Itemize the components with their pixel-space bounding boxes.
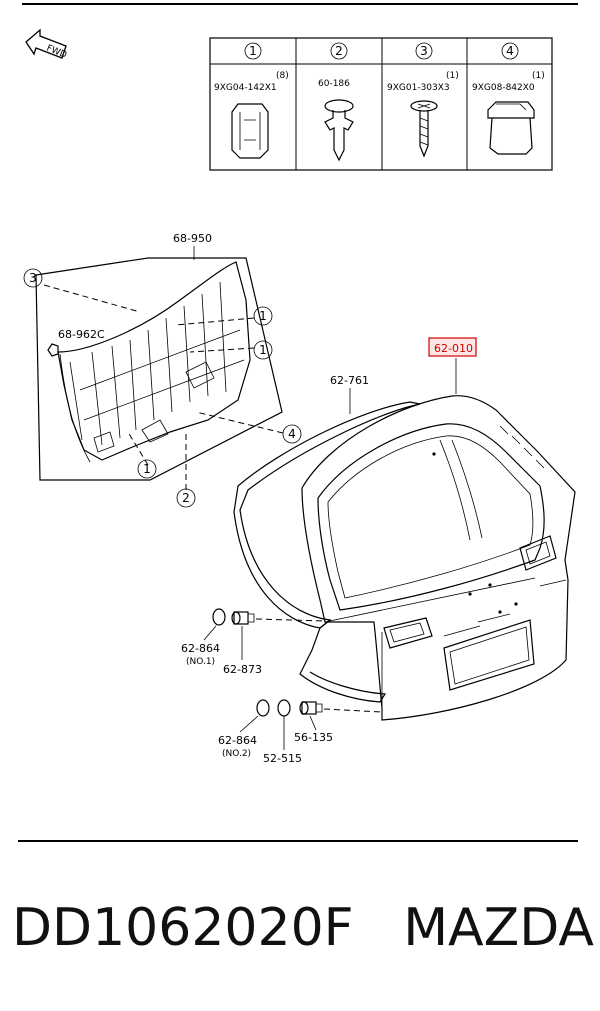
table-index-4: 4 [506,44,514,58]
callout-52-515: 52-515 [263,752,302,765]
grommet-icon [487,101,535,155]
ref-circle-1c: 1 [143,462,151,476]
table-part-2: 60-186 [318,79,350,89]
table-col-3: 3 (1) 9XG01-303X3 [387,42,459,158]
liftgate [301,395,576,721]
callout-68-950: 68-950 [173,232,212,245]
table-part-1: 9XG04-142X1 [214,83,277,93]
trim-panel-group: 68-950 68-962C 3 1 1 4 1 [23,232,302,508]
table-col-4: 4 (1) 9XG08-842X0 [472,42,545,155]
ref-circle-2: 2 [182,491,190,505]
callout-62-761: 62-761 [330,374,369,387]
callout-62-864-no2-note: (NO.2) [222,749,251,759]
callout-56-135: 56-135 [294,731,333,744]
footer-part-number: DD1062020F [12,898,354,958]
bumper-group-upper: 62-864 (NO.1) 62-873 [181,608,326,676]
ref-circle-3: 3 [29,271,37,285]
table-qty-1: (8) [276,71,289,81]
table-index-2: 2 [335,44,343,58]
callout-68-962c: 68-962C [58,328,105,341]
table-index-3: 3 [420,44,428,58]
table-qty-4: (1) [532,71,545,81]
clip-68-962c: 68-962C [47,328,105,357]
fastener-table: 1 (8) 9XG04-142X1 2 60-186 3 (1) 9XG01-3… [209,37,553,171]
table-col-2: 2 60-186 [318,42,354,162]
ref-circle-1b: 1 [259,343,267,357]
ref-circle-4: 4 [288,427,296,441]
table-col-1: 1 (8) 9XG04-142X1 [214,42,289,159]
liftgate-highlight [428,337,477,357]
fwd-arrow-icon: FWD [25,28,68,61]
trim-panel [57,261,251,463]
callout-62-864-no1: 62-864 [181,642,220,655]
table-index-1: 1 [249,44,257,58]
table-part-4: 9XG08-842X0 [472,83,535,93]
footer-gap [354,898,404,958]
table-part-3: 9XG01-303X3 [387,83,450,93]
table-qty-3: (1) [446,71,459,81]
callout-62-864-no1-note: (NO.1) [186,657,215,667]
footer-caption: DD1062020F MAZDA [12,898,594,958]
liftgate-group: 62-010 [301,337,576,721]
clip-nut-icon [231,103,269,159]
push-clip-icon [324,99,354,162]
callout-62-864-no2: 62-864 [218,734,257,747]
cushion-56-135-icon [299,701,323,715]
weatherstrip [233,401,421,629]
ref-circle-1a: 1 [259,309,267,323]
screw-icon [410,100,438,158]
license-recess [443,619,535,691]
weatherstrip-group: 62-761 [233,374,421,703]
callout-62-873: 62-873 [223,663,262,676]
footer-brand: MAZDA [403,898,594,958]
callout-62-010: 62-010 [434,342,473,355]
cushion-62-873-icon [231,611,255,625]
trim-panel-frame [35,257,283,481]
bumper-group-lower: 62-864 (NO.2) 52-515 56-135 [218,699,383,765]
